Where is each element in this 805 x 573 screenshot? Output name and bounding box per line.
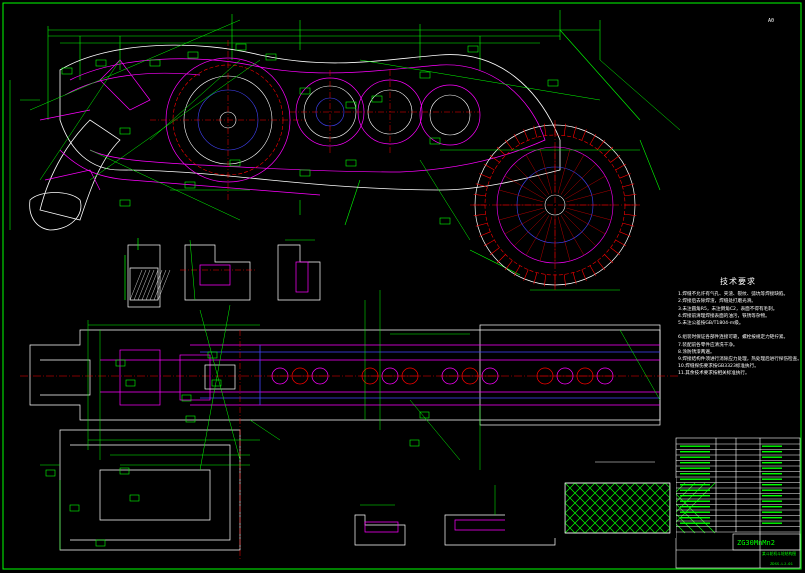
- note-line: 9.焊接结构件须进行消除应力处理，热处理后进行探伤检查。: [678, 357, 802, 363]
- note-line: 11.其余技术要求按相关标准执行。: [678, 371, 750, 377]
- note-line: [678, 327, 798, 334]
- note-line: 7.装配前各零件应清洗干净。: [678, 342, 738, 348]
- drive-wheel-left: [150, 40, 306, 200]
- note-line: 1.焊缝不允许有气孔、夹渣、裂纹、弧坑等焊接缺陷。: [678, 292, 789, 298]
- note-line: 10.焊缝探伤要求按GB3323标准执行。: [678, 364, 759, 370]
- main-view-top: [9, 10, 681, 291]
- note-line: 2.焊接后去除焊渣，焊缝处打磨光滑。: [678, 299, 756, 305]
- bucket-wheel: [470, 120, 640, 290]
- sheet-mark: A0: [768, 18, 774, 24]
- note-line: 5.未注公差按GB/T1804-m级。: [678, 321, 744, 327]
- note-line: 3.未注圆角R5，未注倒角C2，表面不得有毛刺。: [678, 306, 778, 312]
- note-line: 6.组装时保证各部件连接可靠，螺栓按规定力矩拧紧。: [678, 335, 789, 341]
- notes-title: 技术要求: [720, 277, 756, 286]
- main-view-bottom: [20, 290, 680, 560]
- note-line: 4.焊接前清理焊接表面的油污，铁锈等杂物。: [678, 313, 770, 319]
- section-details: [124, 238, 321, 308]
- material-label: ZG30MnMn2: [737, 539, 775, 547]
- title-block-title: 某斗轮机斗轮结构图: [762, 551, 796, 556]
- technical-requirements: 技术要求 1.焊缝不允许有气孔、夹渣、裂纹、弧坑等焊接缺陷。 2.焊接后去除焊渣…: [678, 277, 802, 378]
- idler-wheels: [290, 70, 481, 155]
- drawing-number: ZDSS-LJ-01: [770, 561, 794, 566]
- note-line: 8.涂防锈漆两遍。: [678, 349, 715, 355]
